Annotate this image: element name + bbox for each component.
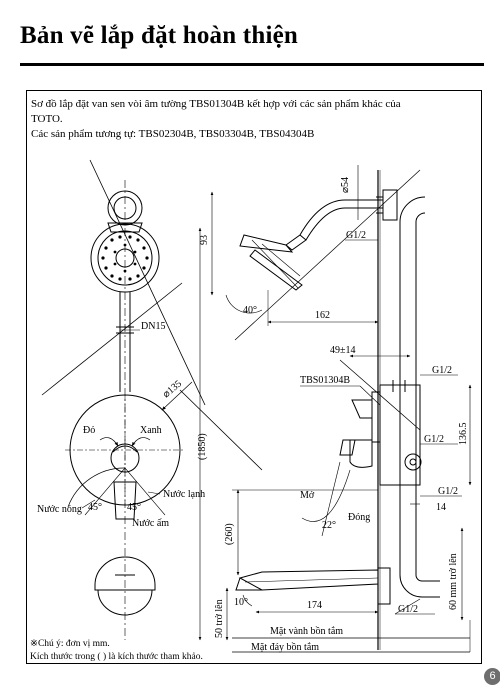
dim-49-label: 49±14 [330,345,356,356]
intro-text: Sơ đồ lắp đặt van sen vòi âm tường TBS01… [31,97,476,142]
dia135-label: ⌀135 [161,378,184,400]
valve-plate-front [65,394,185,520]
blue-label: Xanh [140,425,162,436]
dim-60-label: 60 mm trở lên [448,553,459,610]
warm-water-label: Nước ấm [132,518,169,529]
intro-line-2: TOTO. [31,113,63,125]
intro-line-1: Sơ đồ lắp đặt van sen vòi âm tường TBS01… [31,98,401,110]
intro-line-3: Các sản phẩm tương tự: TBS02304B, TBS033… [31,128,315,140]
g12-spout-label: G1/2 [398,604,418,615]
g12-valve-top-label: G1/2 [432,365,452,376]
valve-body-side [339,380,422,486]
angle-right-label: 45° [127,502,141,513]
angle-40-label: 40° [243,305,257,316]
page-number-badge: 6 [484,668,500,685]
hot-water-label: Nước nóng [37,504,82,515]
angle-left-label: 45° [88,502,102,513]
g12-top-label: G1/2 [346,230,366,241]
front-view: DN15 ⌀135 Đỏ Xanh 45° 45° Nước lạnh Nước… [37,159,263,641]
angle-22-label: 22° [322,520,336,531]
note-units: ※Chú ý: đơn vị mm. [30,639,110,649]
notes: ※Chú ý: đơn vị mm. Kích thước trong ( ) … [30,638,203,664]
dim-50-label: 50 trở lên [214,599,225,638]
drawing-frame [26,90,482,664]
model-label: TBS01304B [300,375,350,386]
dim-260-label: (260) [224,523,235,545]
dim-93-label: 93 [199,235,210,245]
angle-10-label: 10° [234,597,248,608]
tub-rim-label: Mặt vành bồn tắm [270,626,343,637]
cold-water-label: Nước lạnh [163,489,205,500]
dia54-label: ⌀54 [340,177,351,193]
title-underline [20,63,484,66]
dim-136-label: 136.5 [458,423,469,446]
close-label: Đóng [348,512,370,523]
shower-head-side [239,234,307,291]
g12-valve-mid-label: G1/2 [424,434,444,445]
g12-valve-bottom-label: G1/2 [438,486,458,497]
red-label: Đỏ [83,425,95,436]
note-reference: Kích thước trong ( ) là kích thước tham … [30,652,203,662]
dim-14-label: 14 [436,502,446,513]
dim-1850-label: (1850) [197,433,208,460]
dim-162-label: 162 [315,310,330,321]
tub-bottom-label: Mặt đáy bồn tắm [251,642,319,653]
open-label: Mở [300,490,315,501]
dn15-label: DN15 [141,321,165,332]
page-title: Bản vẽ lắp đặt hoàn thiện [20,22,298,49]
shower-head-front [90,222,160,293]
dim-174-label: 174 [307,600,322,611]
spout-side [235,569,379,591]
side-view: ⌀54 G1/2 93 40° 162 49±14 TBS01304B [199,165,472,653]
spout-front [94,556,156,616]
